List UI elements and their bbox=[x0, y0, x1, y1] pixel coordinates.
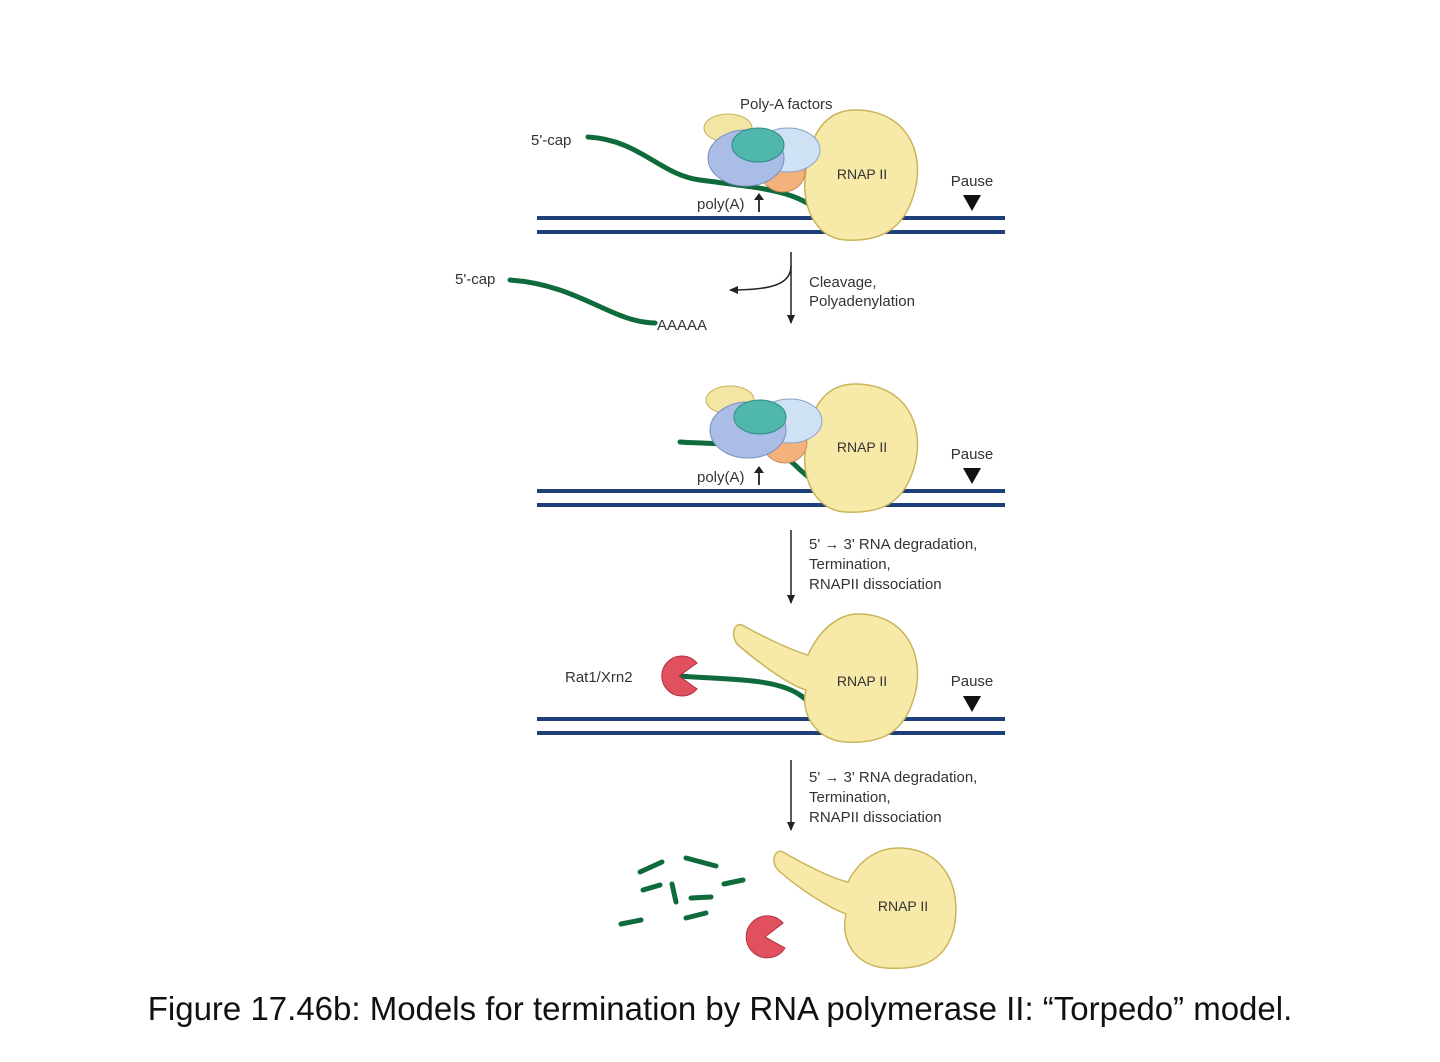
pause-site-1: Pause bbox=[951, 173, 994, 211]
down-triangle-icon bbox=[963, 696, 981, 712]
poly-a-factor-complex-2 bbox=[705, 385, 823, 464]
pacman-icon bbox=[745, 915, 786, 959]
poly-a-label-2: poly(A) bbox=[697, 469, 745, 486]
pacman-icon bbox=[661, 655, 698, 697]
panel-4: RNAP II bbox=[618, 847, 957, 970]
pause-site-2: Pause bbox=[951, 446, 994, 484]
pause-label-3: Pause bbox=[951, 673, 994, 690]
panel-2: RNAP II poly(A) Pause bbox=[537, 383, 1005, 513]
rat1-label: Rat1/Xrn2 bbox=[565, 669, 633, 686]
poly-a-factors-label: Poly-A factors bbox=[740, 96, 833, 113]
rnap-polymerase-1: RNAP II bbox=[804, 109, 919, 241]
step-3-text: 5' → 3' RNA degradation, Termination, RN… bbox=[809, 769, 982, 826]
rat1-exonuclease-2 bbox=[745, 915, 786, 959]
rnap-polymerase-3: RNAP II bbox=[732, 613, 919, 743]
rna-transcript-1 bbox=[585, 134, 823, 215]
rnap-polymerase-2: RNAP II bbox=[804, 383, 919, 513]
down-triangle-icon bbox=[963, 195, 981, 211]
pause-label-1: Pause bbox=[951, 173, 994, 190]
five-cap-label-1: 5'-cap bbox=[531, 132, 571, 149]
poly-a-tail-label: AAAAA bbox=[657, 317, 707, 334]
pause-label-2: Pause bbox=[951, 446, 994, 463]
poly-a-factor-complex-1 bbox=[703, 113, 821, 193]
step-2-arrow: 5' → 3' RNA degradation, Termination, RN… bbox=[787, 530, 982, 604]
rnap-label-1: RNAP II bbox=[837, 166, 887, 182]
step-1-arrow: Cleavage, Polyadenylation bbox=[729, 252, 915, 324]
poly-a-label-1: poly(A) bbox=[697, 196, 745, 213]
figure-caption: Figure 17.46b: Models for termination by… bbox=[147, 990, 1293, 1027]
down-triangle-icon bbox=[963, 468, 981, 484]
panel-1: RNAP II Poly-A factors 5'-cap poly(A) Pa… bbox=[531, 96, 1005, 241]
torpedo-model-diagram: RNAP II Poly-A factors 5'-cap poly(A) Pa… bbox=[455, 96, 1005, 970]
dna-duplex-1 bbox=[537, 216, 1005, 234]
step-3-arrow: 5' → 3' RNA degradation, Termination, RN… bbox=[787, 760, 982, 831]
step-1-text: Cleavage, Polyadenylation bbox=[809, 274, 915, 310]
poly-a-site-1: poly(A) bbox=[697, 193, 764, 213]
rnap-polymerase-4: RNAP II bbox=[773, 847, 957, 970]
rnap-label-4: RNAP II bbox=[878, 898, 928, 914]
five-cap-label-2: 5'-cap bbox=[455, 271, 495, 288]
step-2-text: 5' → 3' RNA degradation, Termination, RN… bbox=[809, 536, 982, 593]
degraded-rna-fragments bbox=[618, 855, 746, 927]
poly-a-site-2: poly(A) bbox=[697, 466, 764, 486]
rnap-label-2: RNAP II bbox=[837, 439, 887, 455]
dna-duplex-3 bbox=[537, 717, 1005, 735]
dna-duplex-2 bbox=[537, 489, 1005, 507]
rnap-label-3: RNAP II bbox=[837, 673, 887, 689]
rat1-exonuclease-1 bbox=[661, 655, 698, 697]
pause-site-3: Pause bbox=[951, 673, 994, 712]
released-mrna: 5'-cap AAAAA bbox=[455, 271, 707, 334]
panel-3: RNAP II Rat1/Xrn2 Pause bbox=[537, 613, 1005, 743]
